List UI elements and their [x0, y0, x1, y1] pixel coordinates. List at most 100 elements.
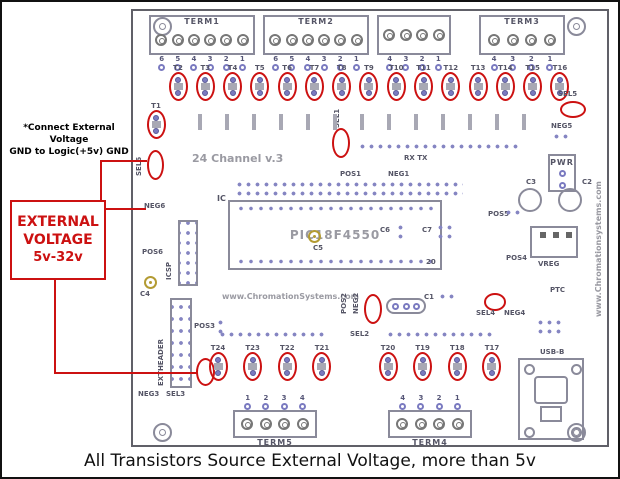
solder-pad: [402, 64, 410, 71]
pin-number: 1: [435, 55, 441, 63]
screw-row: [265, 26, 367, 53]
transistor-label: T8: [336, 64, 347, 72]
transistor-footprint: [418, 77, 430, 96]
ext-header: [170, 298, 192, 388]
sel4-label: SEL4: [476, 309, 496, 317]
transistor-label: T6: [282, 64, 292, 72]
red-circle-annotation: [550, 72, 570, 101]
sel4-red-circle: [484, 293, 506, 311]
transistor: T8: [332, 64, 352, 101]
solder-pad: [558, 182, 566, 189]
pin: 1: [453, 395, 461, 410]
terminal-block-term1: TERM1 6 5 4 3 2 1: [149, 15, 255, 71]
icsp-header: [178, 220, 198, 286]
transistor-label: T16: [552, 64, 568, 72]
pin: 3: [509, 55, 517, 71]
pin-number: 4: [299, 394, 305, 402]
pin: 2: [222, 56, 230, 71]
transistor-label: T7: [309, 64, 320, 72]
terminal-block-term5: 1 2 3 4 TERM5: [233, 394, 317, 447]
annotation-line-to-sel6-vertical: [100, 160, 102, 200]
red-circle-annotation: [447, 352, 467, 381]
screw-terminal: [259, 418, 272, 430]
transistor-footprint: [445, 77, 457, 96]
bottom-resistor-pads-right: [386, 330, 494, 340]
transistor: T18: [447, 344, 467, 381]
transistor: T5: [250, 64, 270, 101]
terminal-block-term4: 4 3 2 1 TERM4: [388, 394, 472, 447]
transistor-footprint: [336, 77, 348, 96]
transistor-footprint: [499, 77, 511, 96]
terminal-box: [377, 15, 451, 55]
solder-pad: [298, 403, 306, 410]
screw-terminal: [220, 33, 233, 46]
pin-number: 4: [305, 55, 311, 63]
solder-pad: [174, 64, 182, 71]
pin: 1: [434, 55, 442, 71]
sel6-label: SEL6: [135, 156, 143, 176]
transistor-footprint: [212, 357, 224, 376]
transistor: T23: [243, 344, 263, 381]
website-edge: www.Chromationsystems.com: [594, 181, 603, 317]
annotation-line-to-sel3: [54, 372, 198, 374]
neg3-label: NEG3: [138, 390, 160, 398]
screw-terminal: [414, 418, 427, 430]
red-circle-annotation: [495, 72, 515, 101]
transistor: T20: [378, 344, 398, 381]
transistor-footprint: [554, 77, 566, 96]
red-circle-annotation: [243, 352, 263, 381]
solder-pad: [222, 64, 230, 71]
transistor-footprint: [451, 357, 463, 376]
transistor-footprint: [527, 77, 539, 96]
neg5-label: NEG5: [551, 122, 573, 130]
screw-terminal: [187, 33, 200, 46]
capacitor-c3: [518, 188, 542, 212]
screw-terminal: [318, 33, 331, 46]
c2-label: C2: [582, 178, 593, 186]
c1-pads: [438, 292, 456, 301]
pin-number-row: 6 5 4 3 2 1: [263, 56, 369, 71]
c1-label: C1: [424, 293, 435, 301]
screw-terminal: [544, 33, 557, 46]
c4-label: C4: [140, 290, 151, 298]
transistor: T10: [386, 64, 406, 101]
pin: 3: [417, 395, 425, 410]
icsp-label: ICSP: [165, 261, 173, 280]
pos2-label: POS2: [340, 293, 348, 314]
solder-pad: [413, 302, 421, 310]
transistor: T17: [482, 344, 502, 381]
solder-pad: [320, 64, 328, 71]
transistor-label: T4: [227, 64, 238, 72]
terminal-block-mid: 4 3 2 1: [377, 15, 451, 71]
c4-pad: [144, 276, 157, 289]
screw-terminal: [383, 29, 396, 41]
screw-terminal: [241, 418, 254, 430]
c7-pads: [436, 223, 454, 240]
pin-number: 5: [175, 55, 181, 63]
neg1-label: NEG1: [388, 170, 410, 178]
capacitor-c2: [558, 188, 582, 212]
pin: 2: [418, 56, 426, 71]
transistor-label: T21: [314, 344, 330, 352]
transistor-label: T15: [525, 64, 540, 72]
pin-number: 3: [207, 55, 213, 63]
caption: All Transistors Source External Voltage,…: [84, 451, 536, 471]
pin-number: 3: [510, 55, 516, 63]
pin: 3: [280, 395, 288, 410]
solder-pad: [490, 64, 498, 71]
annotation-line-to-sel3-vertical: [54, 280, 56, 374]
neg6-label: NEG6: [144, 202, 166, 210]
screw-terminal: [285, 33, 298, 46]
transistor-label: T12: [443, 64, 459, 72]
transistor-row-bottom-left: T24 T23 T22 T21: [208, 344, 332, 381]
transistor: T22: [277, 344, 297, 381]
pin: 3: [402, 56, 410, 71]
pos3-pads: [216, 318, 225, 336]
pin: 1: [352, 56, 360, 71]
screw-terminal: [171, 33, 184, 46]
callout-line3: 5v-32v: [33, 250, 83, 265]
transistor-footprint: [390, 77, 402, 96]
pin-number-row: 4 3 2 1: [479, 56, 565, 71]
transistor-footprint: [472, 77, 484, 96]
